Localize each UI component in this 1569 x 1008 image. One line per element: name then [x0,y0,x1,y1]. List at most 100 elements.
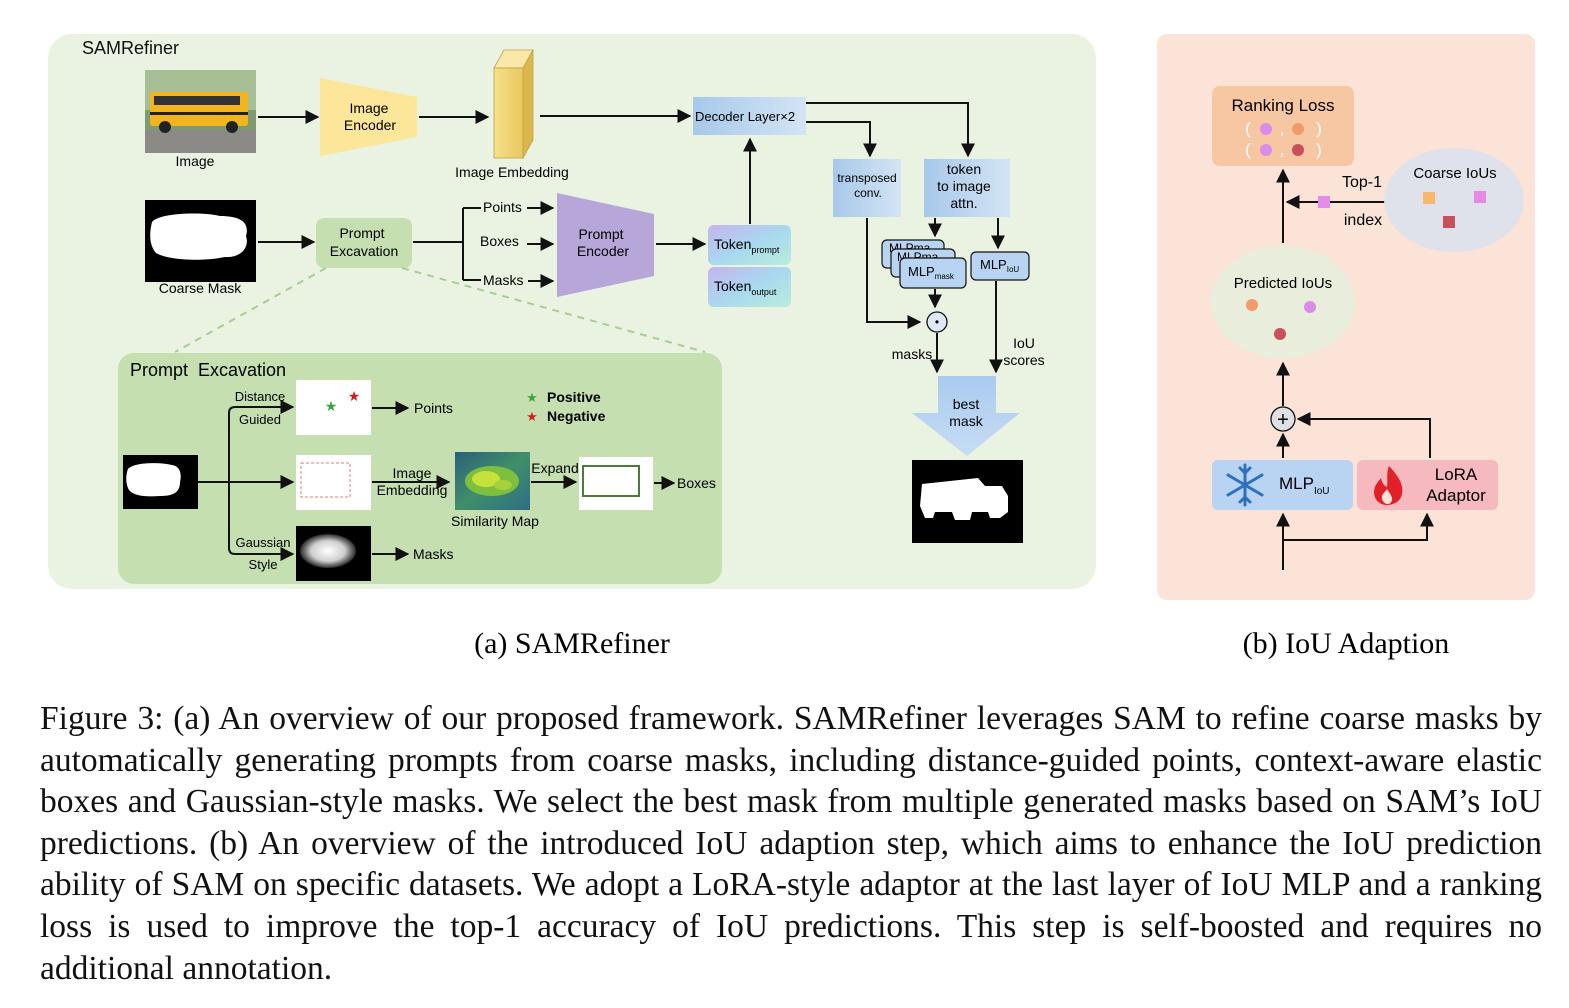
token-to-image-attn-box [924,159,1010,217]
token-output-label: Tokenoutput [714,278,777,297]
ranking-comma-2: , [1280,142,1284,159]
legend-negative-label: Negative [547,408,606,424]
ranking-paren-open-1: ( [1245,119,1251,138]
legend-positive-star-icon: ★ [526,390,538,405]
ranking-loss-box [1212,86,1354,166]
token-prompt-box [708,225,791,265]
masks-output-label: masks [892,346,932,362]
image-embedding-label: Image Embedding [455,164,569,180]
mlp-mask-box [899,257,967,289]
best-mask-image [912,460,1023,543]
prompt-excavation-box [316,218,412,268]
figure-diagram: SAMRefiner Image Image Encoder Image Emb… [48,34,1535,660]
sub-masks-label: Masks [413,546,453,562]
image-encoder [320,78,417,156]
ranking-paren-open-2: ( [1245,140,1251,159]
subcaption-b: (b) IoU Adaption [1243,627,1450,660]
decoder-layer [693,97,806,135]
token-output-box [708,267,791,307]
prompt-encoder [557,193,654,297]
top1-label: Top-1 [1342,174,1382,191]
prompt-excavation-label-1: Prompt [339,225,384,241]
transposed-conv-label-2: conv. [854,186,882,200]
prompt-points-label: Points [483,199,522,215]
distance-guided-label-2: Guided [239,412,281,427]
gaussian-style-label-1: Gaussian [236,535,291,550]
coarse-mask-label: Coarse Mask [159,280,242,296]
similarity-map-label: Similarity Map [451,513,539,529]
prompt-excavation-label-2: Excavation [330,243,398,259]
mlp-iou-box [970,251,1030,281]
ranking-comma-1: , [1280,121,1284,138]
legend-positive-label: Positive [547,389,601,405]
token-to-image-label-2: to image [937,178,991,194]
multiply-node [926,311,948,333]
flame-icon [1374,466,1403,505]
token-to-image-label-1: token [947,161,981,177]
prompt-encoder-label-2: Encoder [577,243,629,259]
predicted-iou-orange-dot [1246,299,1258,311]
transposed-conv-box [833,159,901,217]
predicted-ious-cloud [1211,246,1355,358]
ranking-paren-close-1: ) [1316,119,1322,138]
top1-selected-marker [1318,196,1330,208]
expand-label: Expand [531,460,578,476]
transposed-conv-label-1: transposed [837,171,896,185]
ranking-loss-label: Ranking Loss [1231,96,1334,115]
ranking-paren-close-2: ) [1316,140,1322,159]
iou-scores-label-2: scores [1003,352,1044,368]
image-embedding-block [493,48,534,160]
token-to-image-label-3: attn. [950,195,977,211]
coarse-iou-orange-marker [1423,192,1435,204]
frozen-mlp-iou-label: MLPIoU [1279,474,1330,497]
mlp-iou-label: MLPIoU [980,257,1019,274]
positive-star-icon: ★ [325,398,338,414]
coarse-iou-violet-marker [1474,191,1486,203]
mlp-mask-label: MLPmask [908,264,955,281]
snowflake-icon [1226,463,1264,507]
image-encoder-label-2: Encoder [344,117,396,133]
sub-panel-title: Prompt Excavation [130,360,286,380]
plus-symbol: + [1277,409,1289,431]
coarse-ious-label: Coarse IoUs [1413,165,1496,182]
plus-node [1270,406,1296,432]
panel-a-title: SAMRefiner [82,38,179,58]
legend-negative-star-icon: ★ [526,409,538,424]
index-label: index [1344,212,1382,229]
token-prompt-label: Tokenprompt [714,236,780,255]
multiply-symbol: • [935,315,939,329]
gaussian-style-label-2: Style [249,557,278,572]
predicted-ious-label: Predicted IoUs [1234,275,1332,292]
sub-image-embedding-label-2: Embedding [377,482,448,498]
coarse-iou-red-marker [1443,216,1455,228]
sub-boxes-label: Boxes [677,475,716,491]
prompt-encoder-label-1: Prompt [578,226,623,242]
subcaption-a: (a) SAMRefiner [474,627,670,660]
input-image [145,70,256,153]
iou-scores-label-1: IoU [1013,335,1035,351]
distance-guided-label-1: Distance [235,389,286,404]
ranking-dot-red [1292,144,1304,156]
similarity-map-image [455,452,530,510]
best-mask-arrow-icon [912,376,1020,456]
points-image [296,380,371,435]
predicted-iou-red-dot [1274,328,1286,340]
predicted-iou-violet-dot [1304,301,1316,313]
coarse-ious-cloud [1384,148,1524,252]
sub-coarse-mask [123,455,198,509]
expanded-box-image [579,457,653,510]
best-mask-label-1: best [953,396,980,412]
ranking-dot-orange [1292,123,1304,135]
decoder-label: Decoder Layer×2 [695,109,795,124]
lora-label-1: LoRA [1435,465,1478,484]
ranking-dot-violet-2 [1260,144,1272,156]
best-mask-label-2: mask [949,413,983,429]
image-label: Image [176,153,215,169]
lora-label-2: Adaptor [1426,486,1486,505]
coarse-mask-image [145,200,256,282]
figure-caption: Figure 3: (a) An overview of our propose… [40,700,1542,987]
prompt-masks-label: Masks [483,272,523,288]
sub-image-embedding-label-1: Image [393,465,432,481]
box-image [296,455,371,510]
sub-points-label: Points [414,400,453,416]
